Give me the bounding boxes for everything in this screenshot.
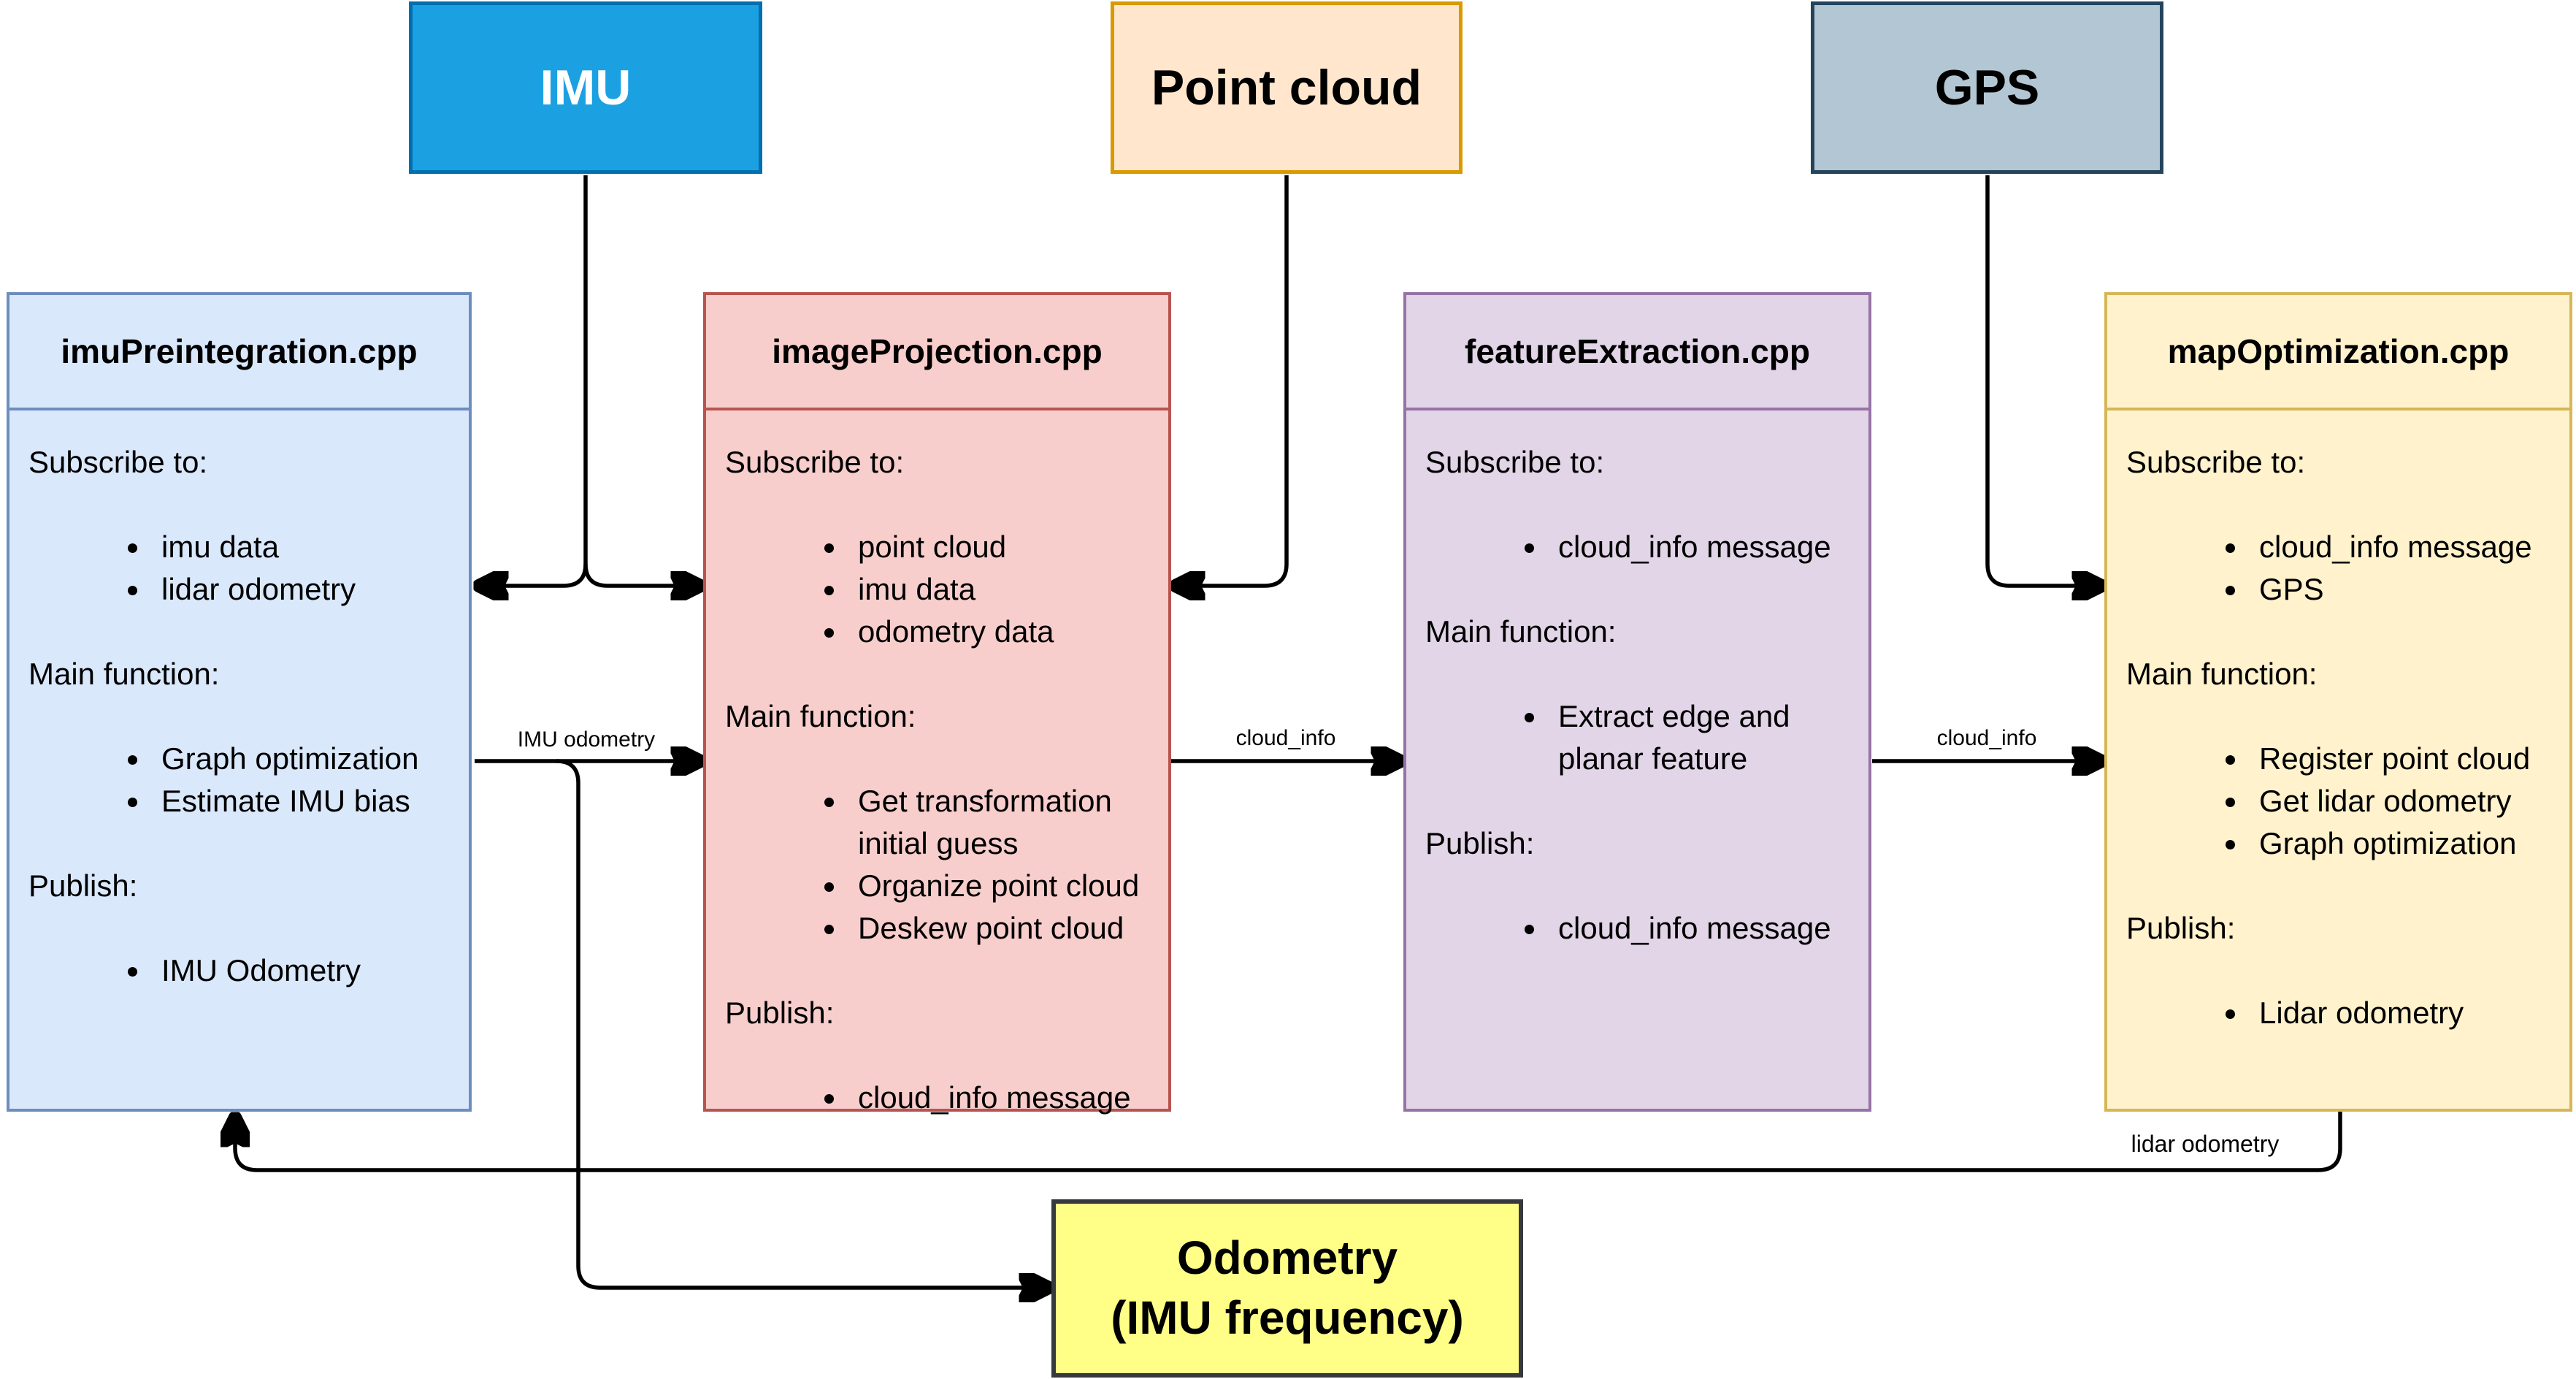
list-item: imu data [151, 526, 456, 568]
edge-label-cloud-info-left: cloud_info [1235, 726, 1336, 750]
list-item: GPS [2249, 568, 2556, 611]
list-item: cloud_info message [1548, 907, 1855, 950]
bullet-list: IMU Odometry [28, 950, 456, 992]
edge-gps-to-mapoptimization [1985, 175, 2101, 586]
edge-label-imu-odometry: IMU odometry [517, 727, 656, 752]
source-label: Point cloud [1151, 60, 1422, 115]
edge-label-cloud-info-right: cloud_info [1936, 726, 2037, 750]
bullet-list: cloud_info message [1425, 526, 1855, 568]
bullet-list: cloud_info message [725, 1077, 1155, 1119]
bullet-list: Lidar odometry [2126, 992, 2556, 1034]
section-heading: Main function: [2126, 657, 2318, 691]
edge-imu-to-imageprojection [583, 563, 700, 586]
list-item: Lidar odometry [2249, 992, 2556, 1034]
section-heading: Publish: [1425, 826, 1535, 860]
module-body: Subscribe to: point cloud imu data odome… [706, 410, 1168, 1161]
section-heading: Publish: [725, 996, 835, 1030]
source-label: IMU [540, 60, 632, 115]
section-heading: Main function: [28, 657, 220, 691]
list-item: IMU Odometry [151, 950, 456, 992]
edge-imu-to-imupreintegration [479, 563, 588, 586]
source-box-imu: IMU [409, 1, 762, 174]
list-item: cloud_info message [848, 1077, 1155, 1119]
section-heading: Subscribe to: [725, 445, 905, 479]
list-item: Get transformation initial guess [848, 780, 1155, 865]
list-item: imu data [848, 568, 1155, 611]
bullet-list: Get transformation initial guess Organiz… [725, 780, 1155, 950]
module-box-imupreintegration: imuPreintegration.cpp Subscribe to: imu … [7, 292, 472, 1112]
sink-label-line1: Odometry [1176, 1231, 1398, 1285]
section-heading: Publish: [28, 868, 138, 903]
list-item: lidar odometry [151, 568, 456, 611]
list-item: Graph optimization [2249, 822, 2556, 865]
list-item: cloud_info message [1548, 526, 1855, 568]
module-box-imageprojection: imageProjection.cpp Subscribe to: point … [703, 292, 1171, 1115]
edge-label-lidar-odometry: lidar odometry [2131, 1131, 2280, 1157]
section-heading: Main function: [1425, 614, 1617, 649]
list-item: Organize point cloud [848, 865, 1155, 907]
bullet-list: imu data lidar odometry [28, 526, 456, 611]
sink-box-odometry: Odometry (IMU frequency) [1051, 1199, 1523, 1378]
list-item: Graph optimization [151, 738, 456, 780]
module-body: Subscribe to: cloud_info message GPS Mai… [2107, 410, 2569, 1077]
source-box-gps: GPS [1811, 1, 2163, 174]
section-heading: Subscribe to: [1425, 445, 1605, 479]
list-item: Register point cloud [2249, 738, 2556, 780]
section-heading: Subscribe to: [28, 445, 208, 479]
bullet-list: Extract edge and planar feature [1425, 695, 1855, 780]
bullet-list: Graph optimization Estimate IMU bias [28, 738, 456, 822]
module-title: imageProjection.cpp [706, 295, 1168, 410]
module-title: imuPreintegration.cpp [9, 295, 469, 410]
bullet-list: cloud_info message [1425, 907, 1855, 950]
source-box-point-cloud: Point cloud [1111, 1, 1463, 174]
list-item: odometry data [848, 611, 1155, 653]
section-heading: Main function: [725, 699, 916, 733]
bullet-list: Register point cloud Get lidar odometry … [2126, 738, 2556, 865]
list-item: Estimate IMU bias [151, 780, 456, 822]
list-item: Deskew point cloud [848, 907, 1155, 950]
module-title: mapOptimization.cpp [2107, 295, 2569, 410]
module-body: Subscribe to: cloud_info message Main fu… [1406, 410, 1868, 992]
module-body: Subscribe to: imu data lidar odometry Ma… [9, 410, 469, 1034]
edge-lidar-odometry-return [235, 1110, 2342, 1172]
section-heading: Subscribe to: [2126, 445, 2306, 479]
list-item: Get lidar odometry [2249, 780, 2556, 822]
module-box-mapoptimization: mapOptimization.cpp Subscribe to: cloud_… [2104, 292, 2572, 1112]
bullet-list: point cloud imu data odometry data [725, 526, 1155, 653]
list-item: cloud_info message [2249, 526, 2556, 568]
bullet-list: cloud_info message GPS [2126, 526, 2556, 611]
module-title: featureExtraction.cpp [1406, 295, 1868, 410]
sink-label-line2: (IMU frequency) [1111, 1291, 1464, 1344]
module-box-featureextraction: featureExtraction.cpp Subscribe to: clou… [1403, 292, 1871, 1112]
source-label: GPS [1934, 60, 2040, 115]
list-item: Extract edge and planar feature [1548, 695, 1855, 780]
list-item: point cloud [848, 526, 1155, 568]
edge-pointcloud-to-imageprojection [1176, 175, 1289, 586]
section-heading: Publish: [2126, 911, 2236, 945]
